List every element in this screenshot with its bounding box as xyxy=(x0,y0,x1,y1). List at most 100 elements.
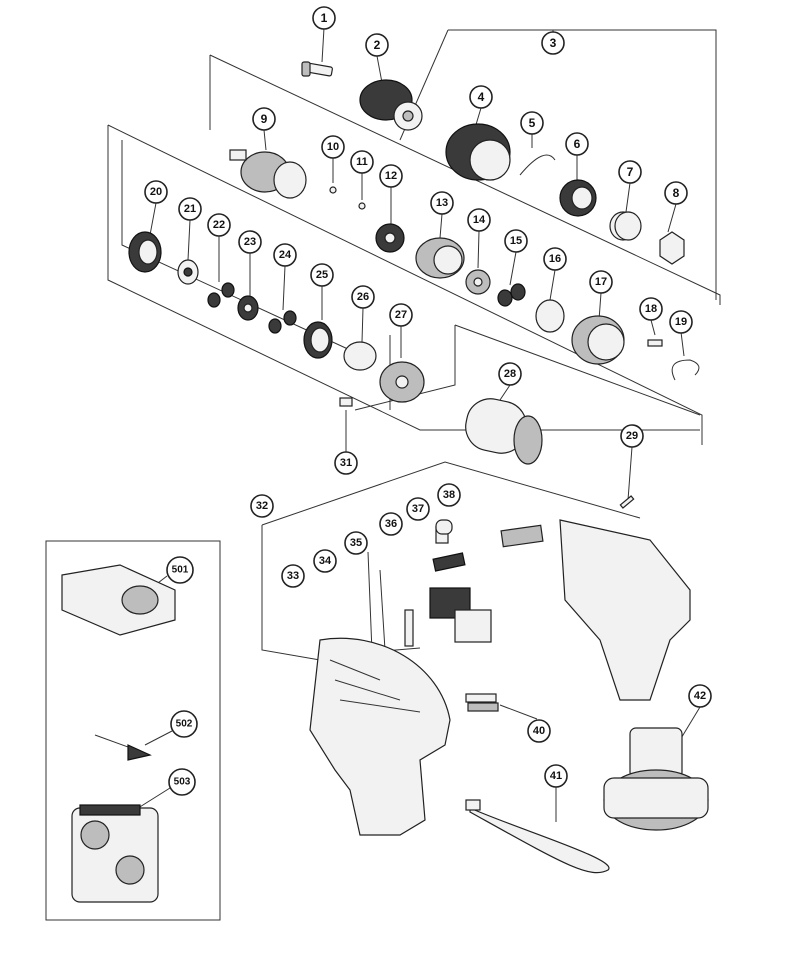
part-gears-22 xyxy=(207,282,235,308)
callout-25: 25 xyxy=(310,263,334,287)
part-screw-18 xyxy=(647,339,663,347)
part-strap-clip xyxy=(465,799,481,811)
parts-top xyxy=(128,61,700,509)
svg-text:11: 11 xyxy=(356,156,368,168)
svg-text:4: 4 xyxy=(478,90,485,104)
svg-text:17: 17 xyxy=(595,276,607,288)
svg-text:14: 14 xyxy=(473,214,486,226)
part-gears-15 xyxy=(497,283,526,307)
svg-text:40: 40 xyxy=(533,725,545,737)
part-washer-8 xyxy=(659,231,685,265)
part-ball-10 xyxy=(329,186,337,194)
svg-text:23: 23 xyxy=(244,236,256,248)
svg-text:13: 13 xyxy=(436,197,448,209)
callout-40: 40 xyxy=(527,719,551,743)
svg-text:29: 29 xyxy=(626,430,638,442)
callout-21: 21 xyxy=(178,197,202,221)
svg-text:16: 16 xyxy=(549,253,561,265)
svg-text:8: 8 xyxy=(673,186,680,200)
callout-35: 35 xyxy=(344,531,368,555)
part-bit-502 xyxy=(94,734,152,761)
svg-text:21: 21 xyxy=(184,203,196,215)
part-pin-33 xyxy=(404,609,414,647)
part-ring-25 xyxy=(303,321,333,359)
parts-accessories xyxy=(61,564,176,903)
callout-2: 2 xyxy=(365,33,389,57)
part-lever-35 xyxy=(432,552,466,572)
callout-7: 7 xyxy=(618,160,642,184)
svg-text:9: 9 xyxy=(261,112,268,126)
parts-body xyxy=(309,519,709,874)
callout-13: 13 xyxy=(430,191,454,215)
part-motor-28 xyxy=(465,398,543,465)
part-chuck-2 xyxy=(359,79,423,131)
callout-28: 28 xyxy=(498,362,522,386)
part-carrier-21 xyxy=(177,259,199,285)
callouts: 1 2 3 4 5 6 7 8 9 10 11 12 13 14 15 16 1… xyxy=(144,6,712,796)
callout-23: 23 xyxy=(238,230,262,254)
part-ring-20 xyxy=(128,231,162,273)
svg-text:42: 42 xyxy=(694,690,706,702)
callout-26: 26 xyxy=(351,285,375,309)
svg-text:36: 36 xyxy=(385,518,397,530)
callout-34: 34 xyxy=(313,549,337,573)
callout-16: 16 xyxy=(543,247,567,271)
svg-text:34: 34 xyxy=(319,555,332,567)
svg-text:20: 20 xyxy=(150,186,162,198)
callout-18: 18 xyxy=(639,297,663,321)
part-nut-6 xyxy=(559,179,597,217)
part-screw-29 xyxy=(619,495,635,509)
callout-36: 36 xyxy=(379,512,403,536)
part-case-503 xyxy=(71,804,159,903)
part-washer-26 xyxy=(343,341,377,371)
callout-501: 501 xyxy=(166,556,194,584)
callout-27: 27 xyxy=(389,303,413,327)
callout-10: 10 xyxy=(321,135,345,159)
callout-14: 14 xyxy=(467,208,491,232)
svg-text:15: 15 xyxy=(510,235,522,247)
part-drill-body-left xyxy=(309,637,451,836)
part-charger-501 xyxy=(61,564,176,636)
svg-text:3: 3 xyxy=(550,36,557,50)
callout-9: 9 xyxy=(252,107,276,131)
part-battery-42 xyxy=(603,727,709,831)
svg-text:37: 37 xyxy=(412,503,424,515)
callout-17: 17 xyxy=(589,270,613,294)
callout-12: 12 xyxy=(379,164,403,188)
part-clutch-ring-4 xyxy=(445,123,511,181)
part-spring-37 xyxy=(435,519,453,535)
callout-31: 31 xyxy=(334,451,358,475)
part-gears-24 xyxy=(268,310,297,334)
svg-text:12: 12 xyxy=(385,170,397,182)
svg-text:27: 27 xyxy=(395,309,407,321)
callout-29: 29 xyxy=(620,424,644,448)
svg-text:24: 24 xyxy=(279,249,292,261)
callout-15: 15 xyxy=(504,229,528,253)
part-strap-41 xyxy=(469,807,610,874)
callout-6: 6 xyxy=(565,132,589,156)
leader-lines xyxy=(134,27,701,822)
svg-text:502: 502 xyxy=(176,719,193,730)
svg-text:32: 32 xyxy=(256,500,268,512)
svg-text:35: 35 xyxy=(350,537,362,549)
part-snap-ring-19 xyxy=(671,359,700,381)
callout-11: 11 xyxy=(350,150,374,174)
callout-20: 20 xyxy=(144,180,168,204)
part-gearcase-17 xyxy=(571,315,625,365)
part-spring-7 xyxy=(609,211,642,241)
callout-32: 32 xyxy=(250,494,274,518)
svg-text:6: 6 xyxy=(574,137,581,151)
part-terminal-40 xyxy=(465,693,499,712)
svg-text:28: 28 xyxy=(504,368,516,380)
svg-text:503: 503 xyxy=(174,777,191,788)
part-housing-right xyxy=(559,519,691,701)
svg-text:2: 2 xyxy=(374,38,381,52)
part-switch-34 xyxy=(429,587,492,643)
svg-text:1: 1 xyxy=(321,11,328,25)
part-screw-31 xyxy=(339,397,353,407)
svg-text:41: 41 xyxy=(550,770,562,782)
callout-8: 8 xyxy=(664,181,688,205)
svg-text:7: 7 xyxy=(627,165,634,179)
callout-4: 4 xyxy=(469,85,493,109)
svg-text:18: 18 xyxy=(645,303,657,315)
